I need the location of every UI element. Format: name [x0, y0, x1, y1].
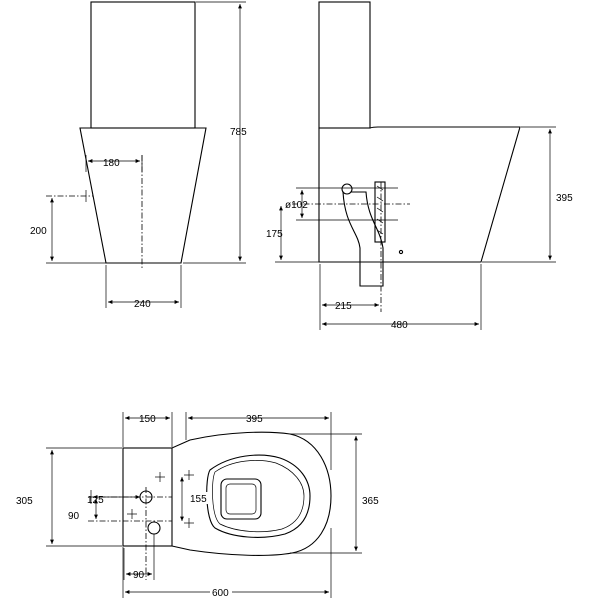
side-pan-outline — [318, 126, 521, 263]
front-inlet-label: 200 — [30, 226, 47, 237]
plan-overall-length-label: 600 — [212, 588, 229, 599]
front-cistern-outline — [90, 1, 196, 129]
front-height-label: 785 — [230, 127, 247, 138]
side-view: ø102 175 395 215 480 — [266, 1, 573, 331]
front-offset-label: 180 — [103, 158, 120, 169]
plan-outlet-square — [220, 478, 262, 520]
plan-hole-offset-label: 90 — [133, 570, 145, 581]
plan-fixing-hole-bottom — [147, 521, 161, 535]
plan-overall-width-label: 305 — [16, 496, 33, 507]
outlet-pipe — [342, 191, 384, 287]
plan-bowl-width-label: 365 — [362, 496, 379, 507]
side-outlet-height-label: 175 — [266, 229, 283, 240]
plan-cross-mark — [127, 470, 194, 528]
connector-strip — [374, 181, 386, 243]
plan-fixing-spacing-label: 155 — [190, 494, 207, 505]
outlet-pipe-end — [341, 183, 353, 195]
front-pan-outline — [79, 127, 207, 264]
front-view: 785 180 200 240 — [30, 1, 247, 310]
plan-pan-outline — [123, 431, 332, 556]
plan-view: 150 395 305 125 90 155 365 90 — [16, 412, 379, 599]
side-outlet-depth-label: 215 — [335, 301, 352, 312]
side-cistern-outline — [318, 1, 371, 129]
plan-bowl-outline — [206, 454, 311, 538]
plan-hole-spacing-label: 125 — [87, 495, 104, 506]
plan-bowl-length-label: 395 — [246, 414, 263, 425]
plan-inlet-offset-label: 90 — [68, 511, 80, 522]
side-top-height-label: 395 — [556, 193, 573, 204]
front-base-label: 240 — [134, 299, 151, 310]
plan-cistern-depth-label: 150 — [139, 414, 156, 425]
side-diameter-label: ø102 — [285, 200, 308, 211]
side-base-label: 480 — [391, 320, 408, 331]
